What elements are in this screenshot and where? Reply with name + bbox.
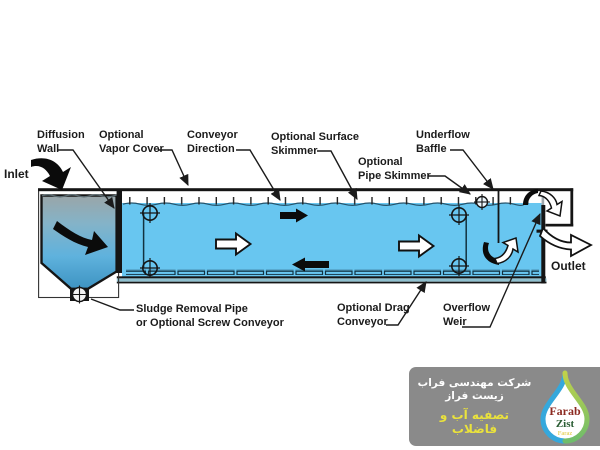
diffusion-wall: [116, 189, 122, 273]
label-sludge-removal: Sludge Removal Pipe or Optional Screw Co…: [136, 303, 284, 329]
underflow-baffle: [497, 191, 500, 243]
drop-blue-half: [540, 370, 568, 443]
logo-word-zist: Zist: [556, 418, 575, 430]
chamber-flow-arrow: [53, 221, 108, 255]
pipe-skimmer-icon: [474, 194, 490, 210]
logo-word-faraz: Faraz: [558, 430, 573, 437]
watermark-text: شرکت مهندسی فراب زیست فراز تصفیه آب و فا…: [409, 373, 534, 440]
drop-green-half: [562, 370, 590, 443]
weir-overflow-arrow: [523, 188, 563, 218]
leader-lines: [58, 149, 541, 328]
surface-skimmer-flight-ticks: [124, 197, 536, 205]
separation-tank-water: [122, 197, 542, 277]
sprocket-icon: [449, 205, 469, 225]
logo-word-farab: Farab: [549, 404, 581, 418]
label-overflow-weir: Overflow Weir: [443, 302, 491, 328]
label-diffusion-wall: Diffusion Wall: [37, 129, 85, 155]
sprocket-icon: [140, 203, 160, 223]
label-conveyor-direction: Conveyor Direction: [187, 129, 238, 155]
label-pipe-skimmer: Optional Pipe Skimmer: [358, 156, 431, 182]
sprocket-icon: [140, 258, 160, 278]
bottom-return-arrow: [292, 257, 329, 272]
underflow-swirl-arrow: [482, 236, 519, 265]
skimmer-direction-arrow: [280, 208, 308, 223]
company-watermark: شرکت مهندسی فراب زیست فراز تصفیه آب و فا…: [409, 367, 600, 446]
drag-conveyor-chain: [126, 213, 539, 275]
label-underflow-baffle: Underflow Baffle: [416, 129, 470, 155]
company-tagline: تصفیه آب و فاضلاب: [439, 408, 510, 436]
overflow-weir: [541, 193, 546, 284]
label-drag-conveyor: Optional Drag Conveyor: [337, 302, 410, 328]
label-inlet: Inlet: [4, 167, 29, 181]
vapor-cover: [38, 188, 574, 192]
inlet-flow-arrow: [31, 158, 71, 190]
label-vapor-cover: Optional Vapor Cover: [99, 129, 164, 155]
company-name: شرکت مهندسی فراب زیست فراز: [417, 377, 532, 402]
water-drop-logo: Farab Zist Faraz: [540, 370, 590, 443]
conveyor-direction-arrow: [215, 231, 253, 257]
conveyor-direction-arrow: [398, 233, 436, 259]
label-outlet: Outlet: [551, 259, 586, 273]
sprocket-icon: [449, 256, 469, 276]
outlet-flow-arrow: [538, 226, 593, 258]
label-surface-skimmer: Optional Surface Skimmer: [271, 131, 360, 157]
tank-floor: [116, 276, 547, 284]
sludge-pipe-icon: [70, 285, 89, 304]
